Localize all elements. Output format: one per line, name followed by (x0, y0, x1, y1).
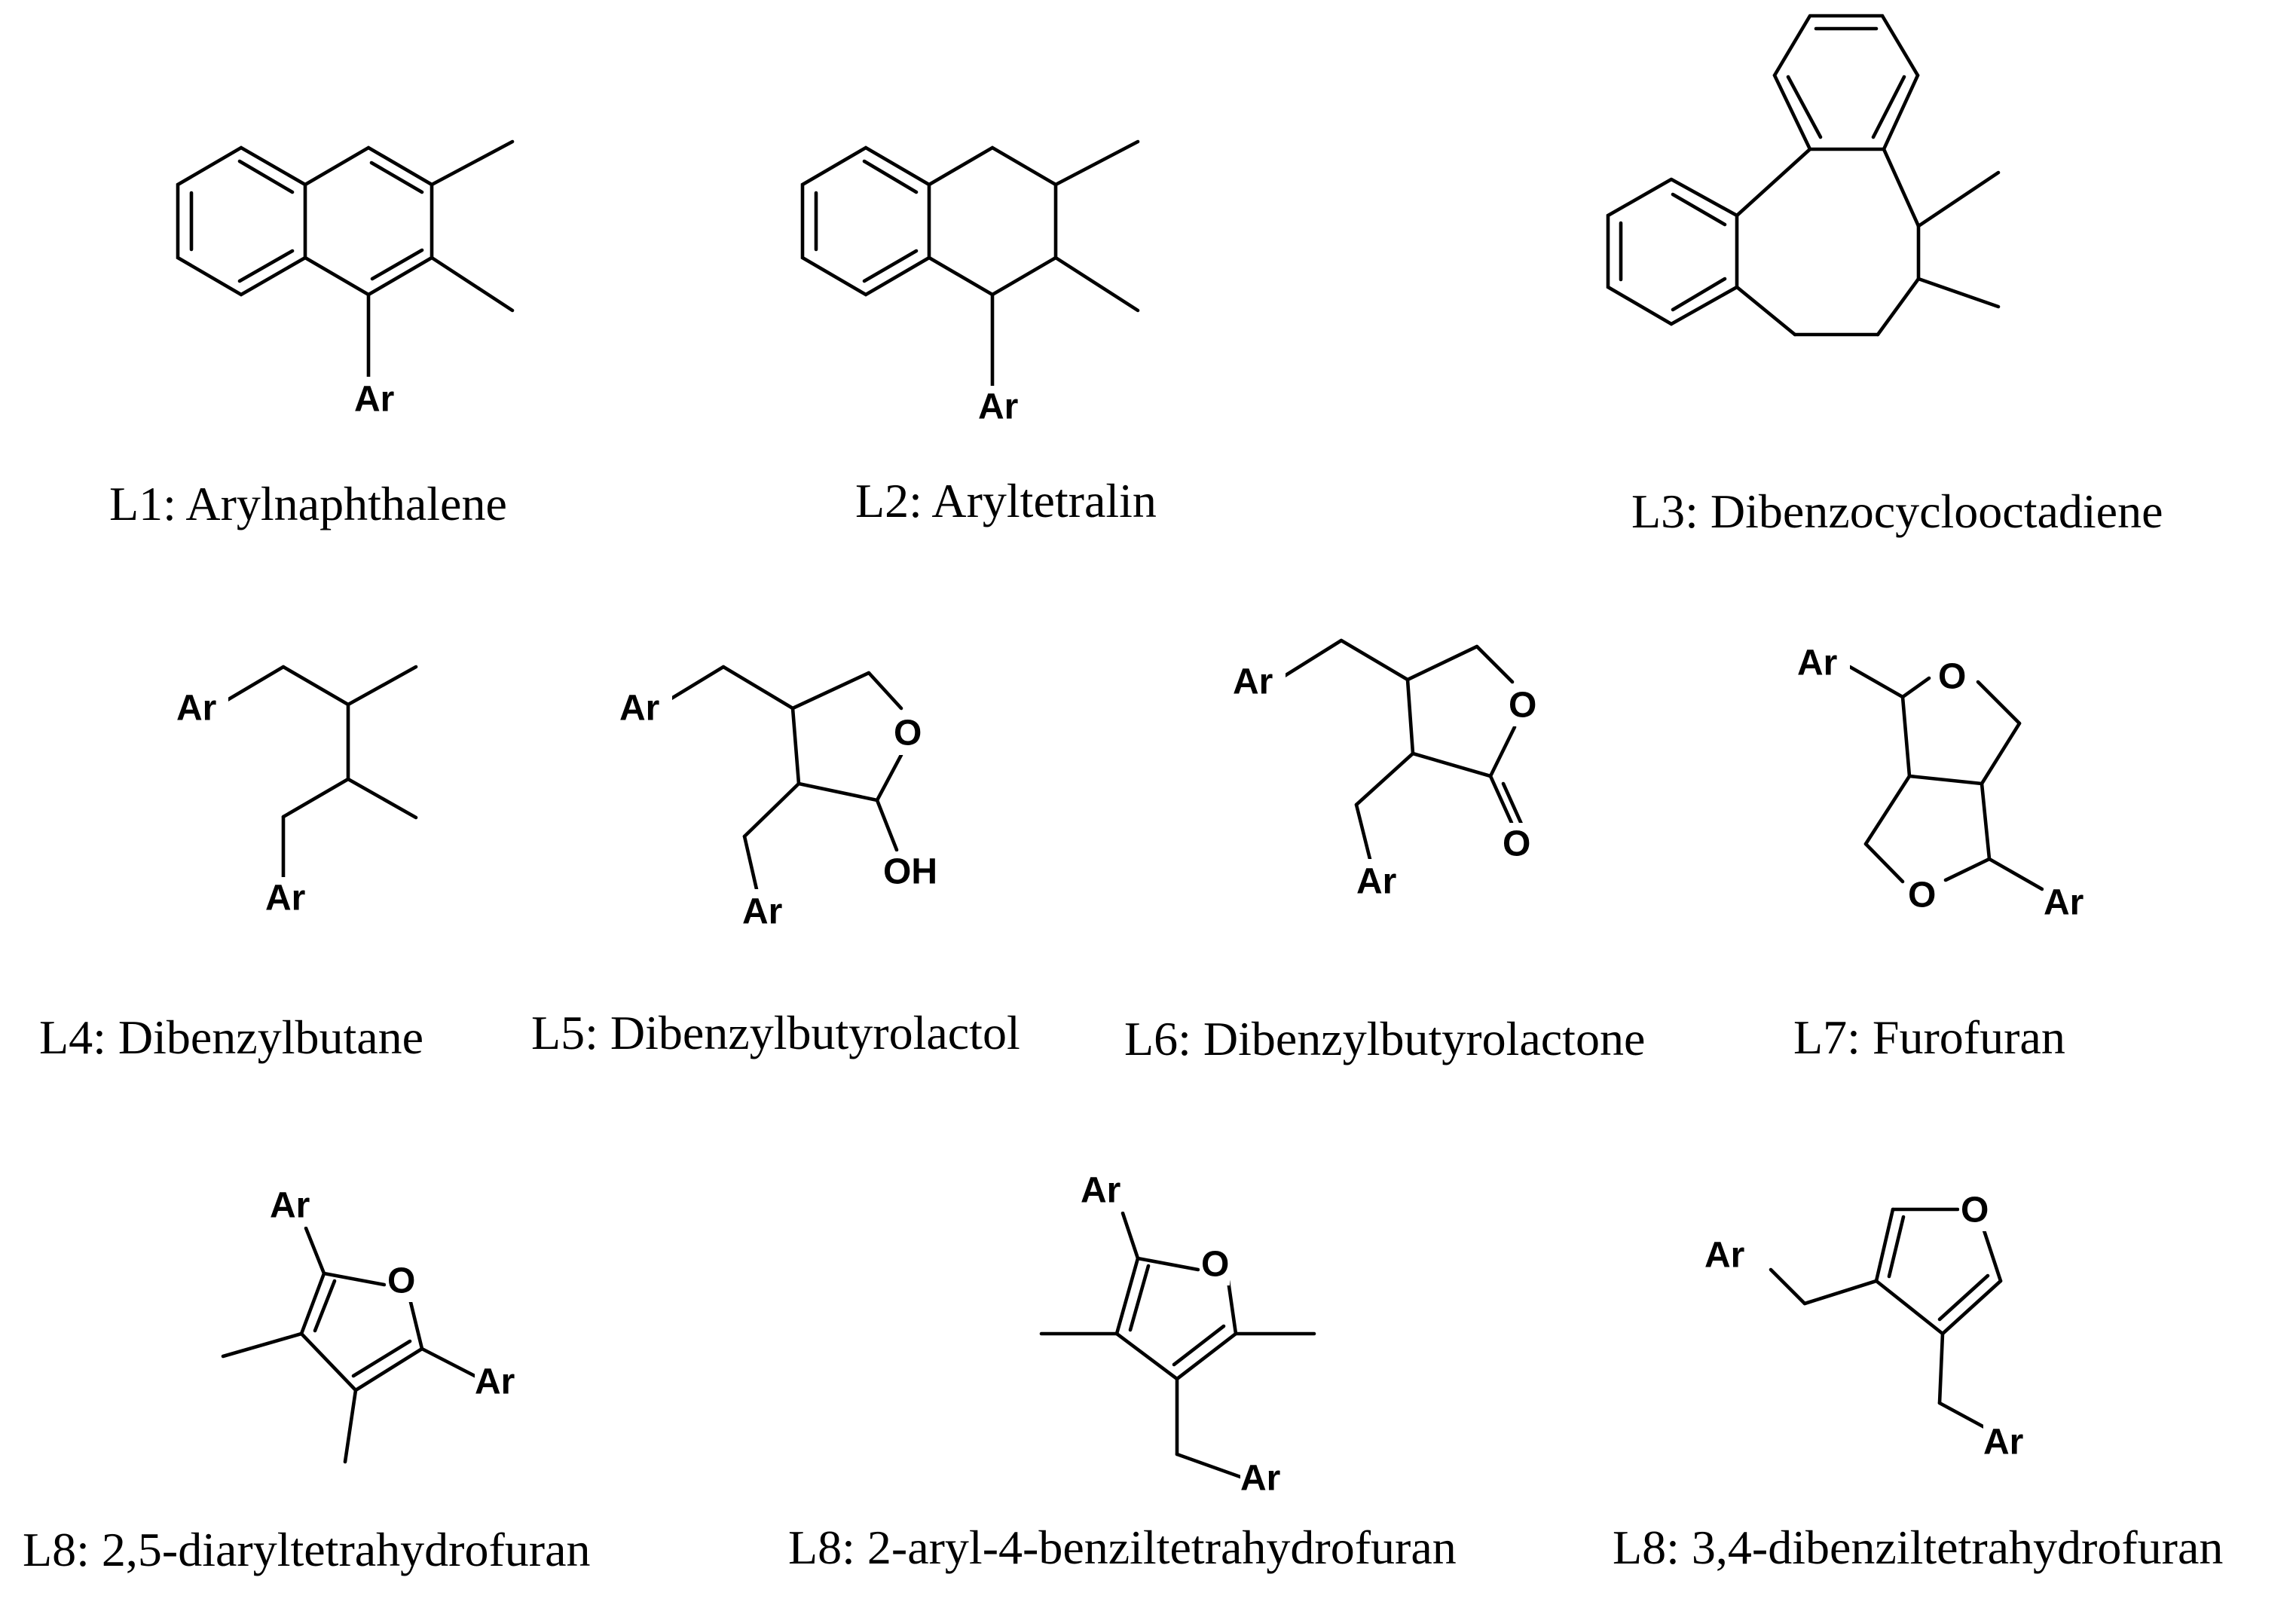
L1-label-0: Ar (354, 380, 394, 420)
L8b-label-2: Ar (1240, 1459, 1280, 1499)
L8b-label-0: Ar (1081, 1171, 1120, 1211)
L8a-label-2: Ar (475, 1362, 515, 1402)
L7-label-0: Ar (1797, 643, 1837, 683)
L7-label-2: O (1908, 876, 1936, 916)
structure-L5: Ar O OH Ar L5: Dibenzylbutyrolactol (531, 665, 1020, 1059)
L7-label-1: O (1938, 657, 1966, 697)
L6-label-2: O (1503, 824, 1530, 864)
L5-label-0: Ar (619, 689, 659, 729)
structure-L8a: Ar O Ar L8: 2,5-diaryltetrahydrofuran (23, 1183, 591, 1576)
L8a-bonds (221, 1226, 477, 1464)
L8a-label-1: O (387, 1261, 415, 1301)
L6-atom-labels: Ar O O Ar (1233, 660, 1537, 903)
L2-atom-labels: Ar (978, 386, 1031, 429)
L4-label-0: Ar (176, 689, 216, 729)
L8c-label-0: O (1961, 1191, 1989, 1230)
L8b-atom-labels: Ar O Ar (1081, 1168, 1293, 1501)
L8c-label-1: Ar (1704, 1236, 1744, 1276)
L8a-caption: L8: 2,5-diaryltetrahydrofuran (23, 1523, 591, 1576)
L2-bonds (800, 139, 1140, 388)
L7-atom-labels: Ar O O Ar (1797, 642, 2096, 925)
L2-label-0: Ar (978, 387, 1018, 427)
L5-label-1: O (894, 714, 922, 754)
L4-caption: L4: Dibenzylbutane (39, 1010, 423, 1064)
L6-label-1: O (1509, 686, 1536, 726)
L7-caption: L7: Furofuran (1793, 1010, 2065, 1064)
structure-L4: Ar Ar L4: Dibenzylbutane (39, 665, 423, 1064)
L1-bonds (176, 139, 515, 381)
L8b-label-1: O (1201, 1245, 1229, 1285)
L8a-label-0: Ar (270, 1186, 310, 1226)
L6-caption: L6: Dibenzylbutyrolactone (1124, 1012, 1645, 1065)
L8b-bonds (1039, 1211, 1316, 1479)
structure-L2: Ar L2: Aryltetralin (800, 139, 1157, 527)
L8c-label-2: Ar (1983, 1423, 2023, 1463)
L5-label-2: OH (883, 852, 937, 892)
L5-label-3: Ar (742, 892, 782, 932)
L7-bonds (1848, 665, 2044, 891)
L6-bonds (1279, 638, 1526, 861)
L4-label-1: Ar (265, 879, 305, 919)
structure-L8c: O Ar Ar L8: 3,4-dibenziltetrahydrofuran (1613, 1189, 2223, 1574)
structure-L6: Ar O O Ar L6: Dibenzylbutyrolactone (1124, 638, 1645, 1065)
L4-atom-labels: Ar Ar (176, 686, 316, 921)
L2-caption: L2: Aryltetralin (855, 474, 1157, 527)
L3-caption: L3: Dibenzocyclooctadiene (1631, 485, 2163, 538)
L5-bonds (665, 665, 903, 891)
L7-label-3: Ar (2044, 883, 2084, 923)
L4-bonds (224, 665, 418, 884)
L8a-atom-labels: Ar O Ar (270, 1183, 527, 1405)
L8c-caption: L8: 3,4-dibenziltetrahydrofuran (1613, 1521, 2223, 1574)
L6-label-3: Ar (1356, 862, 1396, 902)
L1-atom-labels: Ar (354, 377, 407, 420)
L6-label-0: Ar (1233, 662, 1273, 702)
L8b-caption: L8: 2-aryl-4-benziltetrahydrofuran (788, 1521, 1457, 1574)
L5-atom-labels: Ar O OH Ar (619, 686, 951, 933)
structure-L3: L3: Dibenzocyclooctadiene (1606, 14, 2163, 538)
L3-bonds (1606, 14, 2001, 337)
L5-caption: L5: Dibenzylbutyrolactol (531, 1006, 1020, 1059)
structure-L7: Ar O O Ar L7: Furofuran (1793, 642, 2096, 1064)
L1-caption: L1: Arylnaphthalene (109, 477, 507, 530)
L8c-bonds (1769, 1207, 2003, 1435)
structure-L8b: Ar O Ar L8: 2-aryl-4-benziltetrahydrofur… (788, 1168, 1457, 1574)
L8c-atom-labels: O Ar Ar (1704, 1189, 2036, 1465)
structure-L1: Ar L1: Arylnaphthalene (109, 139, 515, 530)
